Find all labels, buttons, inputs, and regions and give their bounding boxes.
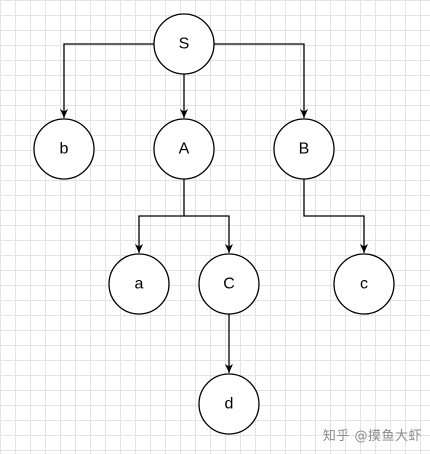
- node-a-lower: a: [108, 253, 170, 315]
- node-d-label: d: [225, 396, 234, 413]
- edge-a-to-c-upper: [184, 215, 233, 253]
- node-s-label: S: [179, 36, 190, 53]
- node-b-upper-label: B: [299, 141, 310, 158]
- node-c-lower: c: [333, 253, 395, 315]
- node-a-upper: A: [153, 118, 215, 180]
- node-a-lower-label: a: [135, 276, 144, 293]
- watermark: 知乎 @摸鱼大虾: [322, 429, 422, 444]
- node-b-upper: B: [273, 118, 335, 180]
- node-a-upper-label: A: [179, 141, 190, 158]
- node-b-lower-label: b: [60, 141, 69, 158]
- node-s: S: [153, 13, 215, 75]
- edge-b-to-c-lower: [303, 178, 368, 253]
- node-c-lower-label: c: [360, 276, 368, 293]
- edges: [60, 43, 368, 373]
- edge-s-to-b: [60, 43, 154, 118]
- node-c-upper-label: C: [223, 276, 235, 293]
- edge-s-to-b-upper: [214, 43, 308, 118]
- node-b-lower: b: [33, 118, 95, 180]
- node-c-upper: C: [198, 253, 260, 315]
- node-d: d: [198, 373, 260, 435]
- edge-a-to-a-lower: [135, 178, 185, 253]
